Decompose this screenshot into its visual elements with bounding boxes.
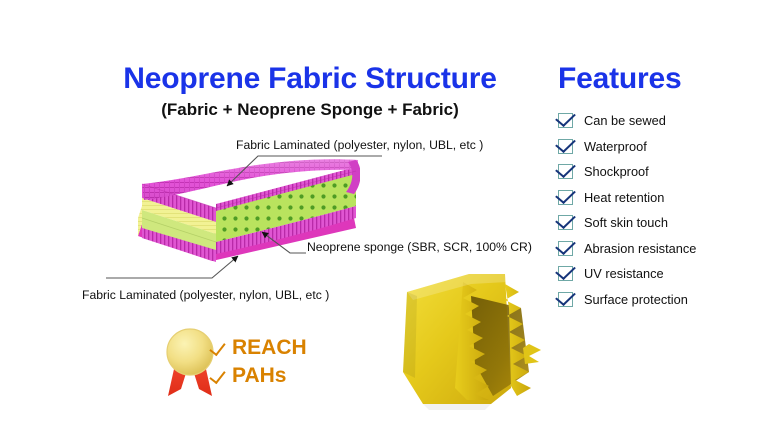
page-subtitle: (Fabric + Neoprene Sponge + Fabric) — [161, 100, 459, 119]
list-item: Can be sewed — [558, 108, 763, 134]
annotation-sponge: Neoprene sponge (SBR, SCR, 100% CR) — [307, 240, 532, 254]
checkbox-checked-icon — [558, 113, 573, 129]
feature-label: Shockproof — [584, 164, 649, 180]
checkbox-checked-icon — [558, 138, 573, 154]
features-heading: Features — [558, 62, 682, 95]
feature-label: UV resistance — [584, 266, 664, 282]
check-icon — [212, 367, 226, 385]
feature-label: Waterproof — [584, 138, 647, 154]
checkbox-checked-icon — [558, 215, 573, 231]
annotation-bottom-fabric: Fabric Laminated (polyester, nylon, UBL,… — [82, 288, 330, 302]
checkbox-checked-icon — [558, 240, 573, 256]
list-item: Waterproof — [558, 134, 763, 160]
medal-disc — [167, 329, 213, 375]
list-item: Surface protection — [558, 287, 763, 313]
list-item: Shockproof — [558, 159, 763, 185]
cert-label: REACH — [232, 336, 307, 359]
page-title: Neoprene Fabric Structure — [123, 62, 497, 95]
checkbox-checked-icon — [558, 291, 573, 307]
list-item: Heat retention — [558, 185, 763, 211]
checkbox-checked-icon — [558, 189, 573, 205]
checkbox-checked-icon — [558, 164, 573, 180]
pinked-edge — [455, 282, 541, 400]
annotation-top-fabric: Fabric Laminated (polyester, nylon, UBL,… — [236, 138, 484, 152]
list-item: Abrasion resistance — [558, 236, 763, 262]
list-item: UV resistance — [558, 261, 763, 287]
feature-label: Can be sewed — [584, 113, 666, 129]
list-item: Soft skin touch — [558, 210, 763, 236]
features-list: Can be sewed Waterproof Shockproof Heat … — [558, 108, 763, 312]
feature-label: Abrasion resistance — [584, 240, 697, 256]
list-item: PAHs — [212, 362, 307, 390]
yellow-neoprene-fabric-sample — [393, 268, 558, 416]
feature-label: Heat retention — [584, 189, 665, 205]
sponge-core-layer — [216, 172, 356, 242]
cert-label: PAHs — [232, 364, 287, 387]
neoprene-laminate-diagram — [120, 158, 360, 288]
feature-label: Soft skin touch — [584, 215, 668, 231]
list-item: REACH — [212, 334, 307, 362]
certifications-list: REACH PAHs — [212, 334, 307, 390]
check-icon — [212, 339, 226, 357]
checkbox-checked-icon — [558, 266, 573, 282]
feature-label: Surface protection — [584, 291, 688, 307]
